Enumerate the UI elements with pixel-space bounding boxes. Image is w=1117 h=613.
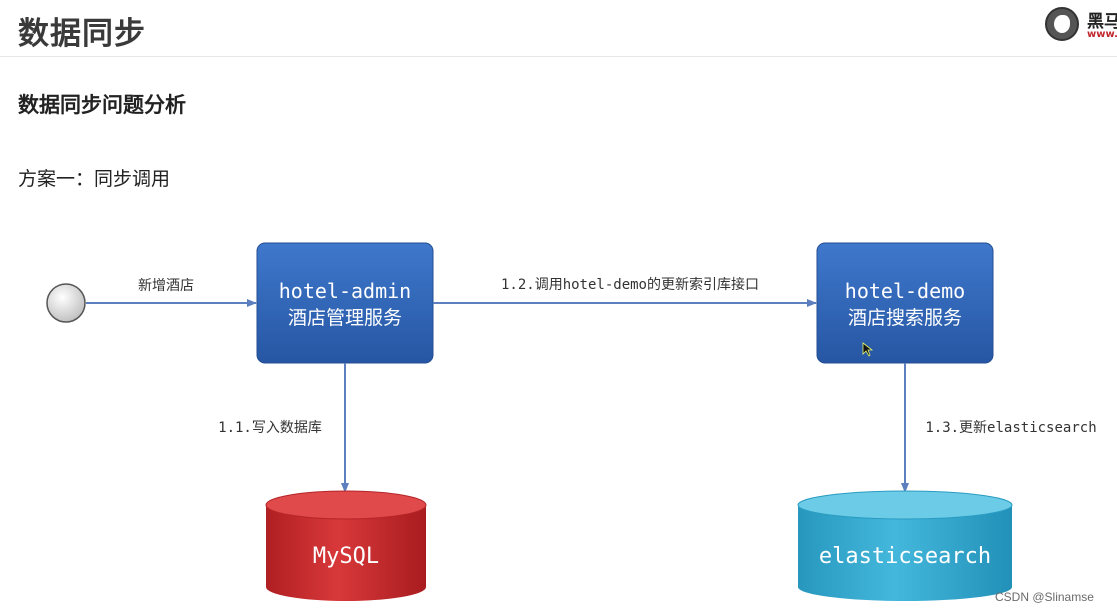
hotel-demo-desc: 酒店搜索服务 (848, 307, 962, 329)
mysql-edge-label: 1.1.写入数据库 (218, 420, 322, 436)
logo-text: 黑马 (1087, 12, 1117, 32)
brand-logo: 黑马 www.it (1045, 5, 1117, 45)
hotel-demo-name: hotel-demo (845, 279, 965, 303)
start-edge-label: 新增酒店 (138, 278, 194, 294)
call-edge-label: 1.2.调用hotel-demo的更新索引库接口 (501, 276, 759, 293)
mysql-cylinder-body (266, 505, 426, 601)
logo-url: www.it (1087, 29, 1117, 40)
header-bar: 数据同步 黑马 www.it (0, 0, 1117, 57)
page-title: 数据同步 (18, 16, 146, 52)
plan-title: 方案一：同步调用 (18, 168, 171, 190)
hotel-admin-name: hotel-admin (279, 279, 411, 303)
es-cylinder-body (798, 505, 1012, 601)
hotel-admin-box (256, 242, 434, 364)
hotel-demo-box (816, 242, 994, 364)
mysql-label: MySQL (313, 544, 379, 569)
es-edge-label: 1.3.更新elasticsearch (925, 420, 1096, 436)
mouse-cursor-icon (862, 342, 874, 357)
hotel-admin-desc: 酒店管理服务 (288, 307, 402, 329)
elasticsearch-database: elasticsearch (797, 490, 1013, 601)
watermark: CSDN @Slinamse (995, 590, 1094, 604)
mysql-cylinder-top (265, 490, 427, 520)
horse-logo-icon (1045, 7, 1079, 41)
mysql-database: MySQL (265, 490, 427, 601)
section-title: 数据同步问题分析 (18, 93, 186, 117)
start-node (46, 283, 86, 323)
es-cylinder-top (797, 490, 1013, 520)
es-label: elasticsearch (819, 544, 991, 569)
